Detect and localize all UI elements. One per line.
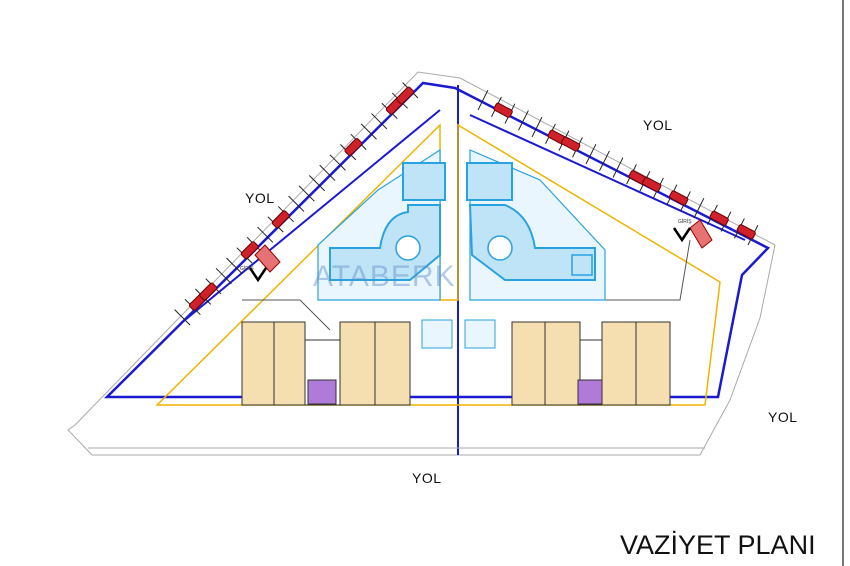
drawing-title: VAZİYET PLANI	[620, 530, 816, 560]
parking-stall-line	[298, 185, 315, 202]
parking-inner-line-left	[184, 109, 441, 321]
parking-stall-line	[585, 143, 597, 165]
pool-area-left	[317, 148, 446, 301]
road-label-northwest: YOL	[245, 190, 275, 206]
parking-stall-line	[215, 267, 232, 285]
road-label-south: YOL	[412, 470, 442, 486]
car-icon	[199, 282, 218, 301]
car-icon	[396, 86, 414, 105]
parking-stall-line	[308, 175, 326, 192]
parking-stall-line	[288, 195, 305, 212]
parking-stall-line	[518, 110, 529, 131]
parking-stall-line	[226, 257, 243, 274]
internal-road-line	[600, 239, 691, 301]
parked-cars	[188, 86, 756, 311]
car-icon	[240, 241, 259, 260]
road-label-northeast: YOL	[643, 117, 673, 133]
car-icon	[271, 210, 290, 229]
parking-stall-line	[174, 309, 191, 326]
parking-stall-line	[371, 113, 388, 130]
parking-stall-line	[319, 164, 336, 181]
internal-road-line	[242, 299, 331, 331]
parking-inner-line-right	[469, 114, 746, 241]
buildings	[241, 321, 671, 406]
car-icon	[561, 136, 581, 152]
parking-stall-line	[693, 197, 705, 219]
site-boundary	[103, 81, 771, 399]
parking-stall-line	[329, 154, 346, 171]
entrance-label-right: GİRİŞ	[678, 219, 692, 225]
car-icon	[493, 102, 513, 118]
parking-stall-line	[360, 123, 377, 140]
parking-stall-line	[257, 226, 274, 243]
parking-stall-line	[612, 157, 624, 178]
entrance-marker-left	[248, 244, 281, 283]
pool-area-right	[466, 149, 606, 301]
car-icon	[344, 138, 363, 156]
parking-stall-line	[477, 89, 489, 111]
entrance-marker-right	[672, 219, 713, 249]
parcel-boundary	[67, 71, 776, 456]
utility-box	[421, 319, 453, 349]
parking-stall-line	[599, 150, 610, 171]
car-icon	[642, 176, 662, 193]
entrance-label-left: GİRİŞ	[240, 266, 254, 272]
watermark-logo: ATABERK	[313, 260, 456, 293]
road-label-east: YOL	[768, 409, 798, 425]
utility-box	[464, 319, 496, 349]
car-icon	[736, 224, 756, 240]
parking-stall-line	[531, 116, 543, 138]
car-icon	[669, 190, 689, 206]
car-icon	[709, 210, 729, 226]
